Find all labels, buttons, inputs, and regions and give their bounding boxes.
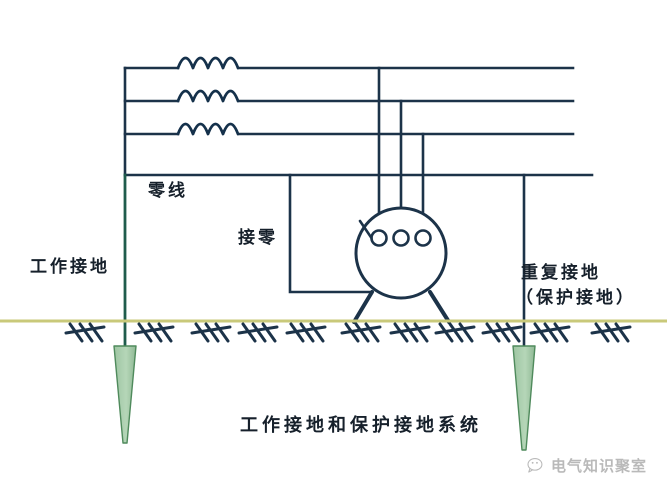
earth-hatch-icon	[64, 322, 106, 343]
ground-rod-icon-right	[512, 345, 536, 451]
transformer-coil-icon-1	[176, 56, 240, 70]
wechat-bubble-icon	[527, 457, 546, 474]
earth-hatch-icon	[285, 322, 327, 343]
coil-group	[176, 56, 240, 136]
label-working-ground: 工作接地	[30, 257, 110, 276]
earth-hatch-icon	[340, 322, 382, 343]
motor-terminal-3	[414, 229, 432, 247]
ground-rod-icon-left	[113, 345, 137, 444]
earth-hatch-icon	[389, 322, 431, 343]
earth-hatch-icon	[590, 322, 632, 343]
earth-hatch-icon	[529, 322, 571, 343]
diagram-caption-title: 工作接地和保护接地系统	[240, 415, 482, 435]
earth-group	[0, 319, 667, 451]
transformer-coil-icon-2	[176, 89, 240, 103]
neutral-bond-conductor	[288, 173, 374, 294]
label-neutral-connection: 接零	[238, 228, 278, 247]
motor-terminal-group	[370, 229, 432, 247]
earth-hatch-icon	[133, 322, 175, 343]
motor-circle-icon	[352, 206, 451, 324]
label-repeated-ground: 重复接地	[521, 263, 601, 282]
earth-hatch-icon-group	[64, 322, 632, 343]
ground-rod-group	[113, 345, 536, 451]
motor-terminal-lead-group	[358, 219, 373, 240]
label-protective-ground: （保护接地）	[516, 288, 636, 307]
label-neutral-line: 零线	[148, 181, 188, 200]
motor-terminal-2	[392, 229, 410, 247]
earth-hatch-icon	[434, 322, 476, 343]
motor-leg-right	[428, 290, 451, 324]
earth-hatch-icon	[237, 322, 279, 343]
motor-lead-1	[358, 219, 373, 240]
transformer-coil-icon-3	[176, 122, 240, 136]
watermark-text: 电气知识聚室	[551, 459, 648, 475]
earth-hatch-icon	[190, 322, 232, 343]
motor-leg-group	[352, 290, 451, 324]
motor-terminal-1	[370, 229, 388, 247]
watermark: 电气知识聚室	[527, 455, 647, 476]
neutral-bond-group	[288, 173, 374, 294]
motor-leg-left	[352, 290, 374, 324]
earth-hatch-icon	[481, 322, 523, 343]
bus-line-group	[123, 66, 594, 177]
